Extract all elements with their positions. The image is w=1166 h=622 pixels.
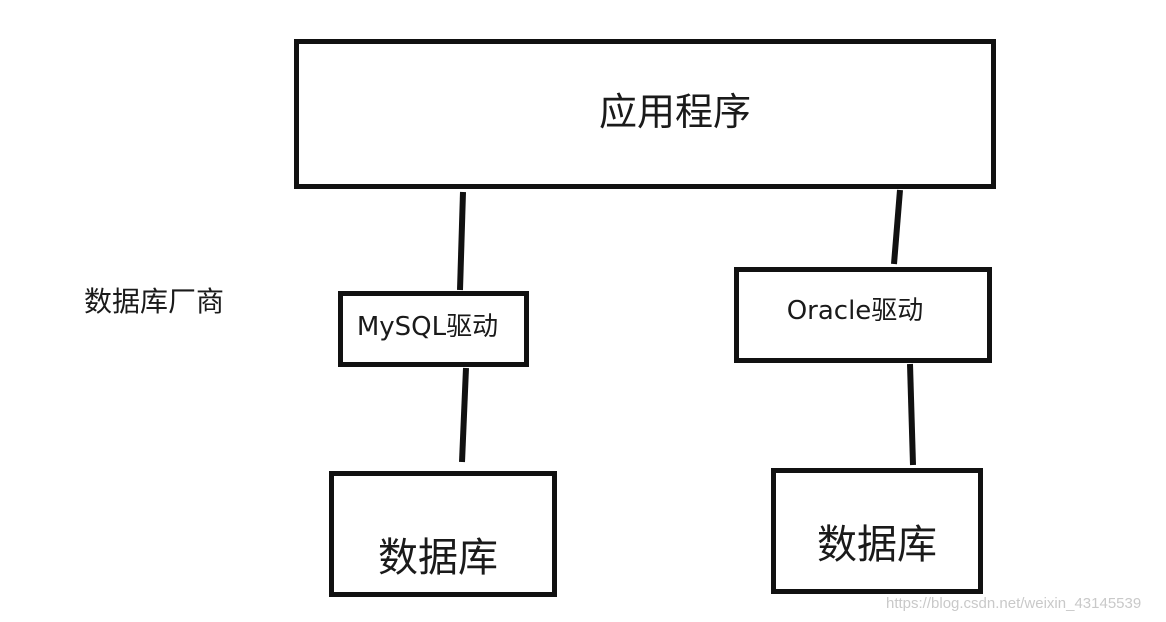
- mysql-database-box: 数据库: [329, 471, 557, 597]
- connector-mysql-driver-to-database: [459, 367, 469, 463]
- application-label: 应用程序: [598, 89, 751, 134]
- oracle-driver-box: Oracle驱动: [734, 267, 992, 363]
- mysql-database-label: 数据库: [378, 535, 498, 581]
- connector-app-to-oracle-driver: [891, 189, 903, 265]
- oracle-driver-label: Oracle驱动: [786, 295, 924, 326]
- vendor-label: 数据库厂商: [84, 285, 225, 318]
- application-box: 应用程序: [294, 39, 996, 189]
- connector-oracle-driver-to-database: [907, 363, 916, 466]
- mysql-driver-label: MySQL驱动: [356, 311, 499, 342]
- oracle-database-label: 数据库: [817, 522, 937, 568]
- oracle-database-box: 数据库: [771, 468, 983, 594]
- watermark: https://blog.csdn.net/weixin_43145539: [886, 595, 1142, 612]
- mysql-driver-box: MySQL驱动: [338, 291, 529, 367]
- connector-app-to-mysql-driver: [457, 191, 466, 291]
